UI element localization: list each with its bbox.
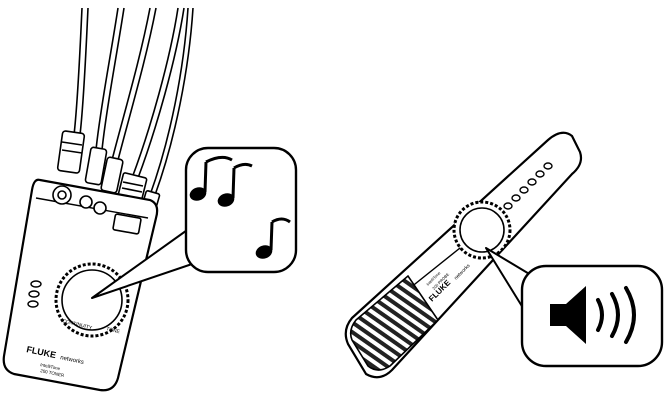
toner-model-line2: 200 TONER — [40, 368, 66, 378]
toner-brand-suffix: networks — [60, 355, 85, 366]
probe-device: FLUKE networks IntelliTone 200 PROBE — [344, 131, 583, 379]
cable-bundle — [73, 7, 194, 196]
sound-callout — [485, 247, 664, 368]
dial-label-tone: TONE — [106, 326, 121, 335]
probe-grip — [349, 274, 440, 371]
rotary-dial — [54, 262, 130, 338]
music-notes-icon — [189, 155, 291, 259]
status-lights — [27, 280, 42, 308]
speaker-sound-icon — [550, 286, 636, 344]
tone-callout — [91, 146, 298, 299]
toner-device: CONTINUITY TONE FLUKE networks IntelliTo… — [2, 7, 194, 392]
toner-model-line1: IntelliTone — [40, 362, 61, 371]
probe-dial — [452, 200, 512, 260]
probe-leds — [503, 162, 553, 210]
jack-ports — [52, 185, 142, 235]
